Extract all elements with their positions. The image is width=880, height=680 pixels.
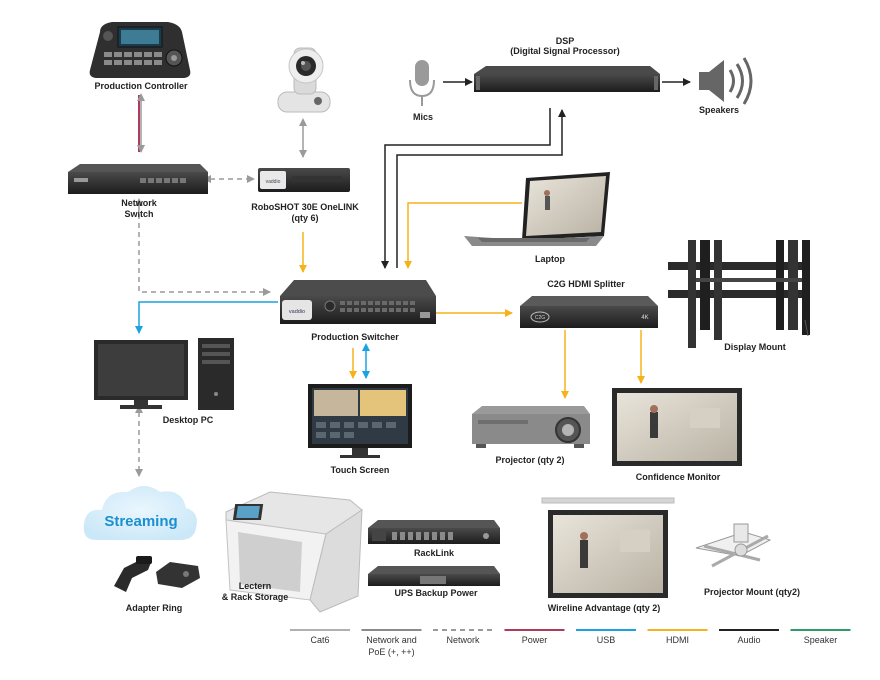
- svg-text:4K: 4K: [641, 315, 648, 321]
- svg-text:vaddio: vaddio: [289, 309, 305, 315]
- network-switch-label-line1: Network: [121, 198, 158, 208]
- laptop-icon[interactable]: [464, 172, 610, 246]
- ups-label: UPS Backup Power: [394, 588, 478, 598]
- wireline-label: Wireline Advantage (qty 2): [548, 603, 661, 613]
- roboshot-label-line1: RoboSHOT 30E OneLINK: [251, 202, 359, 212]
- adapter-ring-label: Adapter Ring: [126, 603, 183, 613]
- projector-icon[interactable]: [472, 406, 590, 448]
- legend-item-speaker: Speaker: [790, 629, 851, 645]
- projector-label: Projector (qty 2): [495, 455, 564, 465]
- dsp-icon[interactable]: [474, 66, 660, 92]
- racklink-icon[interactable]: [368, 520, 500, 544]
- racklink-label: RackLink: [414, 548, 455, 558]
- legend-label: Cat6: [310, 635, 329, 645]
- lectern-label-line2: & Rack Storage: [222, 592, 289, 602]
- speaker-icon[interactable]: [699, 57, 753, 105]
- roboshot-onelink-icon[interactable]: vaddio: [258, 168, 350, 192]
- network-switch-icon[interactable]: [68, 164, 208, 194]
- lectern-label-line1: Lectern: [239, 581, 272, 591]
- desktop-pc-label: Desktop PC: [163, 415, 214, 425]
- legend-label: HDMI: [666, 635, 689, 645]
- dsp-switcher-audio-line-a: [381, 108, 551, 269]
- confidence-monitor-icon[interactable]: [612, 388, 742, 466]
- production-controller-icon[interactable]: [89, 22, 191, 78]
- legend-item-cat6: Cat6: [290, 629, 350, 645]
- desktop-pc-icon[interactable]: [94, 338, 234, 410]
- dsp-label-line1: DSP: [556, 36, 575, 46]
- legend-item-usb: USB: [576, 629, 636, 645]
- legend-label: USB: [597, 635, 616, 645]
- touch-screen-icon[interactable]: [308, 384, 412, 458]
- projector-mount-icon[interactable]: [695, 523, 772, 568]
- legend-item-power: Power: [504, 629, 565, 645]
- legend-item-network: Network: [433, 629, 493, 645]
- switcher-pc-usb-line: [135, 301, 278, 334]
- legend-item-audio: Audio: [719, 629, 779, 645]
- projection-screen-icon[interactable]: [541, 497, 675, 598]
- svg-text:C2G: C2G: [535, 315, 545, 321]
- c2g-splitter-label: C2G HDMI Splitter: [547, 279, 625, 289]
- legend-label: Power: [522, 635, 548, 645]
- mics-label: Mics: [413, 112, 433, 122]
- connections: [135, 78, 691, 477]
- legend-label: Network: [446, 635, 480, 645]
- production-controller-label: Production Controller: [95, 81, 188, 91]
- lectern-icon[interactable]: [225, 491, 363, 613]
- roboshot-label-line2: (qty 6): [292, 213, 319, 223]
- legend-label: Speaker: [804, 635, 838, 645]
- speakers-label: Speakers: [699, 105, 739, 115]
- ptz-camera-icon[interactable]: [277, 47, 331, 113]
- production-switcher-label: Production Switcher: [311, 332, 399, 342]
- projector-mount-label: Projector Mount (qty2): [704, 587, 800, 597]
- hdmi-splitter-icon[interactable]: C2G 4K: [520, 296, 658, 328]
- streaming-label: Streaming: [104, 513, 177, 530]
- legend-label: Audio: [737, 635, 760, 645]
- display-mount-label: Display Mount: [724, 342, 786, 352]
- legend-item-hdmi: HDMI: [647, 629, 708, 645]
- legend-label-line2: PoE (+, ++): [368, 647, 414, 657]
- legend-label: Network and: [366, 635, 417, 645]
- microphone-icon[interactable]: [409, 60, 435, 106]
- streaming-cloud-icon[interactable]: Streaming: [83, 486, 197, 540]
- adapter-ring-icon[interactable]: [114, 556, 200, 592]
- confidence-monitor-label: Confidence Monitor: [636, 472, 721, 482]
- production-switcher-icon[interactable]: vaddio: [280, 280, 436, 324]
- svg-text:vaddio: vaddio: [266, 179, 281, 185]
- ups-icon[interactable]: [368, 566, 500, 586]
- laptop-switcher-hdmi-line: [404, 202, 522, 269]
- network-switch-label-line2: Switch: [124, 209, 153, 219]
- dsp-label-line2: (Digital Signal Processor): [510, 46, 620, 56]
- display-mount-icon[interactable]: [668, 240, 810, 348]
- switch-switcher-network-line: [135, 198, 271, 296]
- touch-screen-label: Touch Screen: [331, 465, 390, 475]
- switcher-dsp-audio-line-b: [396, 109, 566, 268]
- laptop-label: Laptop: [535, 254, 565, 264]
